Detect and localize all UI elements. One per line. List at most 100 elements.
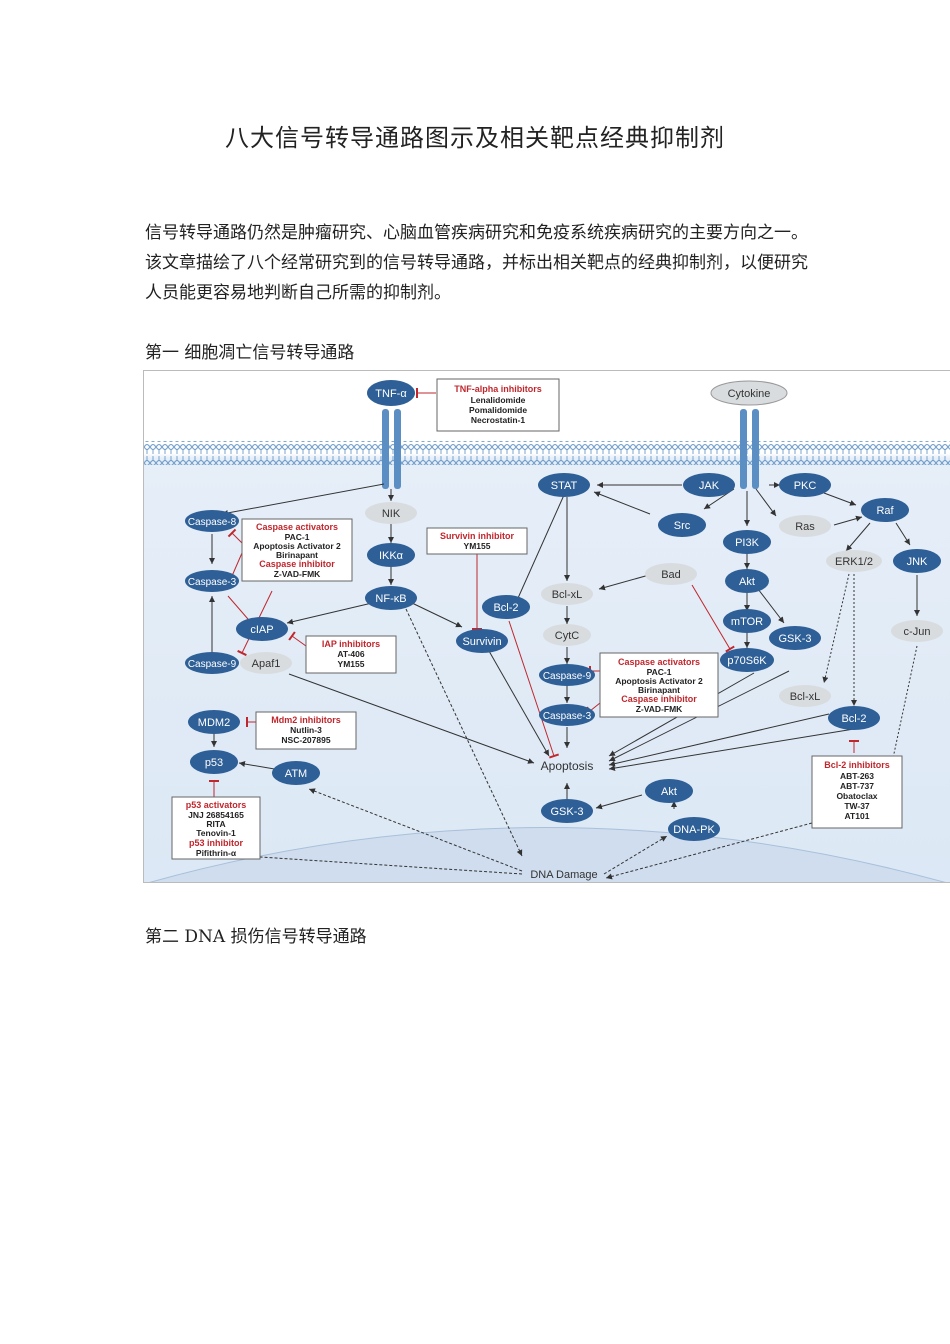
svg-text:JNJ 26854165: JNJ 26854165: [188, 810, 244, 820]
svg-text:TNF-alpha inhibitors: TNF-alpha inhibitors: [454, 384, 542, 394]
svg-text:Lenalidomide: Lenalidomide: [471, 395, 526, 405]
svg-text:Akt: Akt: [739, 576, 755, 588]
svg-text:STAT: STAT: [551, 480, 578, 492]
svg-text:Caspase inhibitor: Caspase inhibitor: [259, 559, 335, 569]
node-ciap: cIAP: [236, 617, 288, 641]
node-pkc: PKC: [779, 473, 831, 497]
svg-text:ATM: ATM: [285, 768, 307, 780]
box-survivin-inhibitor: Survivin inhibitor YM155: [426, 527, 528, 555]
box-caspase-mid: Caspase activators PAC-1 Apoptosis Activ…: [599, 652, 719, 718]
box-iap-inhibitors: IAP inhibitors AT-406 YM155: [305, 635, 397, 674]
document-title: 八大信号转导通路图示及相关靶点经典抑制剂: [225, 124, 725, 152]
node-raf: Raf: [861, 498, 909, 522]
svg-text:Caspase activators: Caspase activators: [256, 522, 338, 532]
node-apaf1: Apaf1: [240, 652, 292, 674]
intro-paragraph: 信号转导通路仍然是肿瘤研究、心脑血管疾病研究和免疫系统疾病研究的主要方向之一。该…: [145, 223, 808, 303]
svg-text:RITA: RITA: [206, 819, 225, 829]
svg-text:Bcl-2 inhibitors: Bcl-2 inhibitors: [824, 760, 890, 770]
svg-text:Ras: Ras: [795, 521, 815, 533]
node-jak: JAK: [683, 473, 735, 497]
svg-text:ABT-263: ABT-263: [840, 771, 874, 781]
svg-text:Caspase-3: Caspase-3: [188, 577, 237, 588]
svg-text:Caspase inhibitor: Caspase inhibitor: [621, 694, 697, 704]
node-caspase3-mid: Caspase-3: [539, 704, 595, 726]
node-src: Src: [658, 513, 706, 537]
svg-text:PAC-1: PAC-1: [285, 532, 310, 542]
svg-text:mTOR: mTOR: [731, 616, 763, 628]
svg-text:GSK-3: GSK-3: [550, 806, 583, 818]
svg-text:ERK1/2: ERK1/2: [835, 556, 873, 568]
node-caspase8: Caspase-8: [185, 510, 239, 532]
cytokine-receptor: [740, 409, 759, 489]
svg-text:Caspase-9: Caspase-9: [543, 671, 592, 682]
svg-text:c-Jun: c-Jun: [904, 626, 931, 638]
node-bcl2-mid: Bcl-2: [482, 595, 530, 619]
svg-text:Akt: Akt: [661, 786, 677, 798]
svg-text:PKC: PKC: [794, 480, 817, 492]
node-ikka: IKKα: [367, 543, 415, 567]
node-p53: p53: [190, 750, 238, 774]
svg-text:p70S6K: p70S6K: [727, 655, 767, 667]
svg-text:Birinapant: Birinapant: [638, 685, 680, 695]
svg-text:Apoptosis Activator 2: Apoptosis Activator 2: [253, 541, 341, 551]
svg-text:Bad: Bad: [661, 569, 681, 581]
node-gsk3-bottom: GSK-3: [541, 799, 593, 823]
svg-text:Apoptosis Activator 2: Apoptosis Activator 2: [615, 676, 703, 686]
svg-text:DNA Damage: DNA Damage: [530, 869, 597, 881]
node-cytokine: Cytokine: [710, 380, 788, 406]
svg-text:Birinapant: Birinapant: [276, 550, 318, 560]
svg-text:Raf: Raf: [876, 505, 894, 517]
node-nik: NIK: [365, 502, 417, 524]
node-atm: ATM: [272, 761, 320, 785]
svg-text:DNA-PK: DNA-PK: [673, 824, 715, 836]
node-ras: Ras: [779, 515, 831, 537]
apoptosis-pathway-figure: TNF-α Cytokine NIK IKKα NF-κB STAT JAK P…: [143, 370, 950, 883]
svg-text:Obatoclax: Obatoclax: [836, 791, 877, 801]
node-bcl2-right: Bcl-2: [828, 706, 880, 730]
svg-text:Pifithrin-α: Pifithrin-α: [196, 848, 237, 858]
svg-text:AT101: AT101: [845, 811, 870, 821]
box-mdm2-inhibitors: Mdm2 inhibitors Nutlin-3 NSC-207895: [255, 711, 357, 750]
svg-text:CytC: CytC: [555, 630, 580, 642]
node-caspase9-mid: Caspase-9: [539, 664, 595, 686]
svg-text:IKKα: IKKα: [379, 550, 404, 562]
svg-text:YM155: YM155: [338, 659, 365, 669]
svg-text:TNF-α: TNF-α: [375, 388, 407, 400]
svg-text:JNK: JNK: [907, 556, 928, 568]
node-caspase9-left: Caspase-9: [185, 652, 239, 674]
node-jnk: JNK: [893, 549, 941, 573]
node-mdm2: MDM2: [188, 710, 240, 734]
svg-text:p53 inhibitor: p53 inhibitor: [189, 838, 243, 848]
node-cjun: c-Jun: [891, 620, 943, 642]
box-bcl2-inhibitors: Bcl-2 inhibitors ABT-263 ABT-737 Obatocl…: [811, 755, 903, 829]
svg-text:MDM2: MDM2: [198, 717, 230, 729]
svg-text:NIK: NIK: [382, 508, 401, 520]
svg-text:IAP inhibitors: IAP inhibitors: [322, 639, 380, 649]
svg-text:Bcl-2: Bcl-2: [841, 713, 866, 725]
svg-text:JAK: JAK: [699, 480, 720, 492]
svg-text:cIAP: cIAP: [250, 624, 273, 636]
section-heading-dna-damage: 第二 DNA 损伤信号转导通路: [145, 927, 367, 947]
svg-text:NF-κB: NF-κB: [375, 593, 406, 605]
node-gsk3-right: GSK-3: [769, 626, 821, 650]
svg-text:Survivin: Survivin: [462, 636, 501, 648]
node-erk: ERK1/2: [826, 550, 882, 572]
svg-text:ABT-737: ABT-737: [840, 781, 874, 791]
tnf-receptor: [382, 409, 401, 489]
svg-text:Caspase activators: Caspase activators: [618, 657, 700, 667]
node-cytc: CytC: [543, 624, 591, 646]
svg-text:NSC-207895: NSC-207895: [281, 735, 330, 745]
svg-text:Tenovin-1: Tenovin-1: [196, 828, 236, 838]
node-p70s6k: p70S6K: [720, 648, 774, 672]
node-pi3k: PI3K: [723, 530, 771, 554]
node-survivin: Survivin: [456, 629, 508, 653]
svg-text:TW-37: TW-37: [844, 801, 870, 811]
svg-text:AT-406: AT-406: [337, 649, 365, 659]
svg-text:GSK-3: GSK-3: [778, 633, 811, 645]
svg-text:Cytokine: Cytokine: [728, 388, 771, 400]
svg-text:Survivin inhibitor: Survivin inhibitor: [440, 531, 515, 541]
svg-text:Bcl-xL: Bcl-xL: [552, 589, 583, 601]
box-p53: p53 activators JNJ 26854165 RITA Tenovin…: [171, 796, 261, 860]
svg-text:Caspase-8: Caspase-8: [188, 517, 237, 528]
node-akt: Akt: [725, 569, 769, 593]
